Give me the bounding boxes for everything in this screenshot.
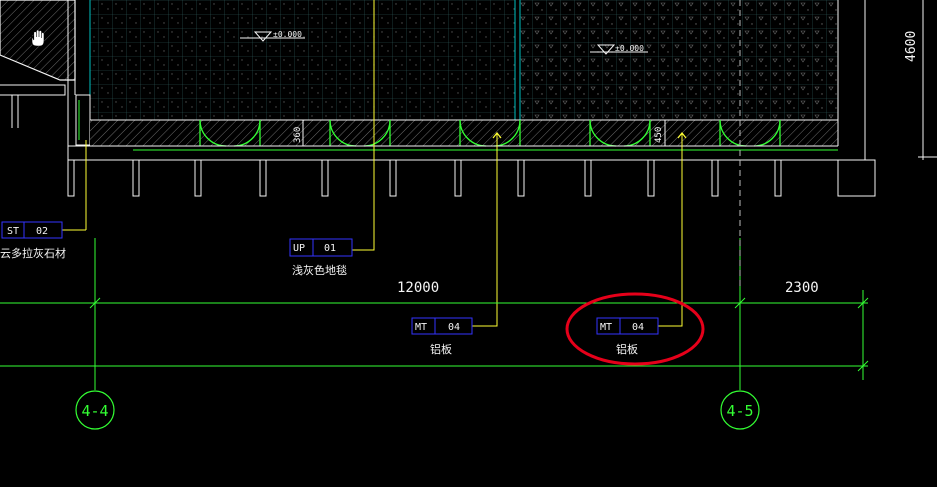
pilaster	[389, 159, 397, 197]
pilaster	[194, 159, 202, 197]
dimension-450: 450	[654, 120, 666, 146]
svg-text:UP: UP	[293, 243, 305, 254]
elevation-marker-left: ±0.000	[240, 30, 305, 42]
elevation-label-right: ±0.000	[615, 44, 644, 53]
wall-right-edge	[837, 0, 876, 197]
material-desc-mt04-right: 铝板	[616, 342, 638, 356]
floor-area-right	[519, 0, 839, 120]
pilasters	[67, 159, 782, 197]
dimension-12000: 12000	[397, 280, 439, 296]
material-tag-st02[interactable]: ST 02 云多拉灰石材	[0, 221, 66, 260]
svg-text:04: 04	[632, 322, 644, 333]
svg-text:04: 04	[448, 322, 460, 333]
material-desc-up01: 浅灰色地毯	[292, 263, 347, 277]
svg-text:450: 450	[654, 127, 664, 143]
pilaster	[454, 159, 462, 197]
pilaster	[132, 159, 140, 197]
grid-bubble-4-4[interactable]: 4-4	[75, 390, 115, 430]
grid-bubble-4-5[interactable]: 4-5	[720, 390, 760, 430]
dimension-2300: 2300	[785, 280, 819, 296]
material-desc-mt04-left: 铝板	[430, 342, 452, 356]
svg-text:360: 360	[293, 127, 303, 143]
pilaster	[711, 159, 719, 197]
svg-text:02: 02	[36, 226, 48, 237]
svg-text:MT: MT	[415, 322, 427, 333]
pilaster	[321, 159, 329, 197]
pilaster	[584, 159, 592, 197]
pilaster	[67, 159, 75, 197]
material-tag-up01[interactable]: UP 01 浅灰色地毯	[289, 238, 353, 277]
dimension-4600: 4600	[904, 0, 937, 160]
door-swing	[329, 119, 391, 147]
pilaster	[647, 159, 655, 197]
material-tag-mt04-left[interactable]: MT 04 铝板	[411, 317, 473, 356]
elevation-marker-right: ±0.000	[590, 44, 648, 55]
svg-text:4-4: 4-4	[81, 402, 108, 420]
lower-wall-band	[68, 145, 838, 161]
svg-text:01: 01	[324, 243, 336, 254]
svg-text:4600: 4600	[904, 31, 919, 62]
leader-lines	[62, 0, 683, 327]
leader-arrows	[492, 132, 687, 139]
dimension-360: 360	[293, 120, 304, 146]
svg-text:4-5: 4-5	[726, 402, 753, 420]
red-highlight-circle	[565, 292, 705, 366]
floor-area-left	[89, 0, 516, 120]
svg-text:MT: MT	[600, 322, 612, 333]
material-tag-mt04-right[interactable]: MT 04 铝板	[596, 317, 659, 356]
svg-text:ST: ST	[7, 226, 19, 237]
dimension-lines	[0, 238, 869, 390]
pilaster	[774, 159, 782, 197]
left-corner-hatch	[0, 0, 76, 128]
pilaster	[517, 159, 525, 197]
hand-pan-icon[interactable]	[30, 29, 45, 47]
material-desc-st02: 云多拉灰石材	[0, 246, 66, 260]
elevation-label-left: ±0.000	[273, 30, 302, 39]
pilaster	[259, 159, 267, 197]
